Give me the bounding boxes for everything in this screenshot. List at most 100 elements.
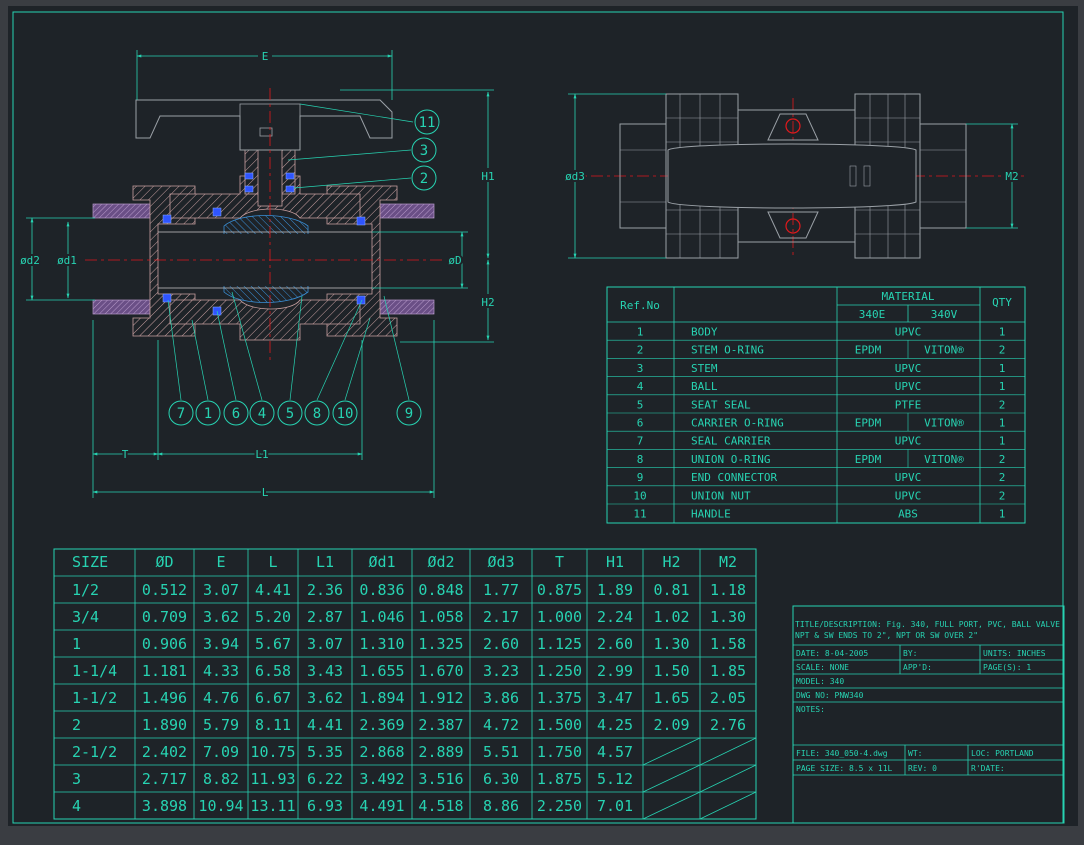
part-ref: 7 (637, 435, 644, 448)
size-value: 1.375 (537, 689, 582, 707)
size-header: H1 (606, 553, 624, 571)
size-value: 5.51 (483, 743, 519, 761)
size-na-slash (642, 764, 701, 793)
size-value: 3.898 (142, 797, 187, 815)
part-material: UPVC (895, 489, 922, 502)
size-value: 4.25 (597, 716, 633, 734)
size-header: M2 (719, 553, 737, 571)
size-header: Ød2 (427, 553, 454, 571)
part-ref: 10 (633, 489, 646, 502)
part-qty: 2 (999, 453, 1006, 466)
size-na-slash (642, 791, 701, 820)
part-name: BALL (691, 380, 718, 393)
size-value: 0.512 (142, 581, 187, 599)
size-header: L (268, 553, 277, 571)
part-material-340v: VITON® (924, 453, 964, 466)
balloon-label: 10 (337, 406, 354, 422)
size-value: 2.60 (483, 635, 519, 653)
size-value: 4.76 (203, 689, 239, 707)
size-label: 2 (72, 716, 81, 734)
size-value: 1.65 (653, 689, 689, 707)
part-ref: 9 (637, 471, 644, 484)
size-label: 1-1/2 (72, 689, 117, 707)
dim-L1: L1 (255, 448, 268, 461)
title-units: UNITS: INCHES (983, 649, 1046, 658)
size-value: 0.875 (537, 581, 582, 599)
size-label: 3/4 (72, 608, 99, 626)
size-value: 2.05 (710, 689, 746, 707)
size-value: 1.894 (359, 689, 404, 707)
balloon-6 (223, 400, 249, 426)
part-ref: 3 (637, 362, 644, 375)
size-value: 3.62 (203, 608, 239, 626)
part-name: STEM (691, 362, 718, 375)
size-value: 7.01 (597, 797, 633, 815)
size-value: 1.77 (483, 581, 519, 599)
size-label: 3 (72, 770, 81, 788)
part-name: CARRIER O-RING (691, 417, 784, 430)
size-value: 7.09 (203, 743, 239, 761)
size-value: 8.86 (483, 797, 519, 815)
size-value: 1.30 (710, 608, 746, 626)
balloon-label: 2 (420, 171, 428, 187)
title-scale: SCALE: NONE (796, 663, 849, 672)
size-header: H2 (662, 553, 680, 571)
part-ref: 6 (637, 417, 644, 430)
size-value: 5.79 (203, 716, 239, 734)
part-material-340v: VITON® (924, 417, 964, 430)
title-date: DATE: 8-04-2005 (796, 649, 868, 658)
balloon-8 (304, 400, 330, 426)
size-header: ØD (155, 553, 173, 571)
size-value: 3.62 (307, 689, 343, 707)
size-value: 1.655 (359, 662, 404, 680)
size-value: 4.57 (597, 743, 633, 761)
size-value: 2.99 (597, 662, 633, 680)
size-value: 2.24 (597, 608, 633, 626)
part-qty: 1 (999, 380, 1006, 393)
balloon-4 (249, 400, 275, 426)
size-value: 1.125 (537, 635, 582, 653)
part-material: UPVC (895, 435, 922, 448)
size-value: 0.906 (142, 635, 187, 653)
size-value: 11.93 (250, 770, 295, 788)
size-value: 2.717 (142, 770, 187, 788)
side-boss-top (767, 113, 819, 141)
title-model: MODEL: 340 (796, 677, 844, 686)
right-pipe-bottom (371, 299, 435, 315)
size-value: 6.58 (255, 662, 291, 680)
part-qty: 2 (999, 344, 1006, 357)
balloon-1 (195, 400, 221, 426)
dim-d1: ød1 (57, 254, 77, 267)
part-name: SEAL CARRIER (691, 435, 771, 448)
title-line-1: TITLE/DESCRIPTION: Fig. 340, FULL PORT, … (795, 620, 1060, 629)
size-value: 3.492 (359, 770, 404, 788)
part-name: END CONNECTOR (691, 471, 777, 484)
part-name: SEAT SEAL (691, 398, 751, 411)
size-value: 1.890 (142, 716, 187, 734)
part-material-340e: EPDM (855, 453, 882, 466)
size-value: 1.02 (653, 608, 689, 626)
size-value: 4.41 (307, 716, 343, 734)
size-value: 1.046 (359, 608, 404, 626)
size-value: 1.670 (418, 662, 463, 680)
left-pipe-bottom (92, 299, 160, 315)
balloon-11 (414, 109, 440, 135)
side-handle (667, 143, 917, 209)
balloon-label: 4 (258, 406, 266, 422)
title-rdate: R'DATE: (971, 764, 1005, 773)
size-value: 1.058 (418, 608, 463, 626)
size-value: 2.17 (483, 608, 519, 626)
size-value: 2.60 (597, 635, 633, 653)
balloon-label: 5 (286, 406, 294, 422)
size-header: L1 (316, 553, 334, 571)
title-dwg: DWG NO: PNW340 (796, 691, 864, 700)
part-ref: 8 (637, 453, 644, 466)
part-qty: 1 (999, 326, 1006, 339)
parts-header-material: MATERIAL (882, 290, 935, 303)
size-value: 6.30 (483, 770, 519, 788)
size-value: 1.496 (142, 689, 187, 707)
size-value: 3.07 (203, 581, 239, 599)
size-value: 2.87 (307, 608, 343, 626)
title-rev: REV: 0 (908, 764, 937, 773)
part-qty: 2 (999, 489, 1006, 502)
